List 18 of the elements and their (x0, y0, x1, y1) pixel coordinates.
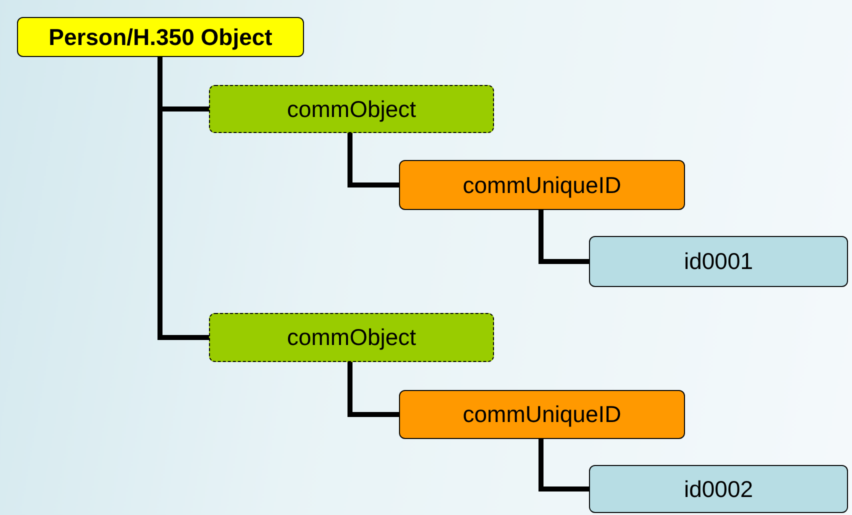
node-label: commObject (286, 324, 416, 351)
attribute-box (399, 160, 685, 210)
value-box (589, 236, 848, 287)
value-box (589, 465, 848, 513)
attribute-box (399, 390, 685, 439)
node-label: commObject (286, 96, 416, 122)
connector-line (348, 362, 399, 417)
node-label: commUniqueID (462, 401, 622, 428)
object-box (209, 313, 494, 362)
node-label: commUniqueID (462, 172, 622, 198)
connector-line (538, 439, 589, 492)
node-label: id0002 (684, 476, 754, 502)
object-box (209, 85, 494, 133)
connector-line (348, 133, 399, 188)
node-label: id0001 (684, 248, 754, 275)
connector-line (538, 210, 589, 264)
root-node-box (17, 17, 304, 57)
node-label: Person/H.350 Object (48, 24, 272, 50)
